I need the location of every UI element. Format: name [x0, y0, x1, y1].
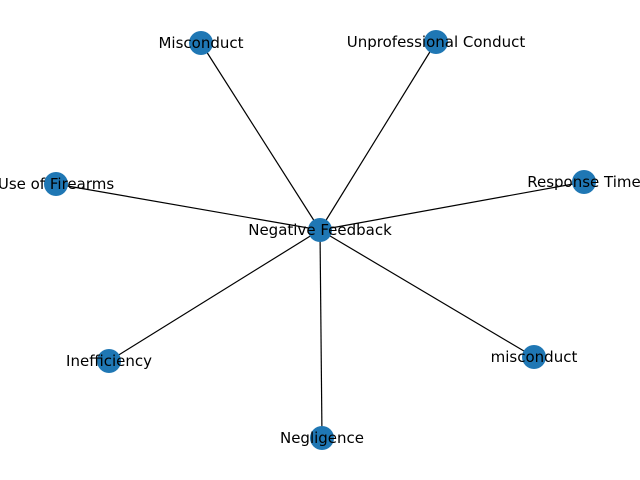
edge-response-time	[319, 181, 585, 231]
edge-misconduct-lower	[319, 229, 535, 358]
edge-unprofessional-conduct	[319, 41, 437, 231]
node-response-time	[572, 170, 596, 194]
node-inefficiency	[97, 349, 121, 373]
node-unprofessional-conduct	[424, 30, 448, 54]
label-response-time: Response Time	[527, 173, 640, 191]
edge-negligence	[319, 229, 323, 439]
label-misconduct-upper: Misconduct	[158, 34, 243, 52]
label-inefficiency: Inefficiency	[66, 352, 152, 370]
node-negative-feedback	[308, 218, 332, 242]
edge-misconduct-upper	[200, 42, 321, 231]
label-negative-feedback: Negative Feedback	[248, 221, 392, 239]
edge-use-of-firearms	[55, 183, 321, 231]
label-unprofessional-conduct: Unprofessional Conduct	[347, 33, 526, 51]
nodes-layer	[44, 30, 596, 450]
label-negligence: Negligence	[280, 429, 364, 447]
node-misconduct-lower	[522, 345, 546, 369]
edge-inefficiency	[108, 229, 321, 362]
node-use-of-firearms	[44, 172, 68, 196]
node-negligence	[310, 426, 334, 450]
label-misconduct-lower: misconduct	[491, 348, 578, 366]
label-use-of-firearms: Use of Firearms	[0, 175, 114, 193]
node-misconduct-upper	[189, 31, 213, 55]
labels-layer: Negative Feedback Misconduct Unprofessiona…	[0, 33, 640, 447]
edges-layer	[55, 41, 585, 439]
